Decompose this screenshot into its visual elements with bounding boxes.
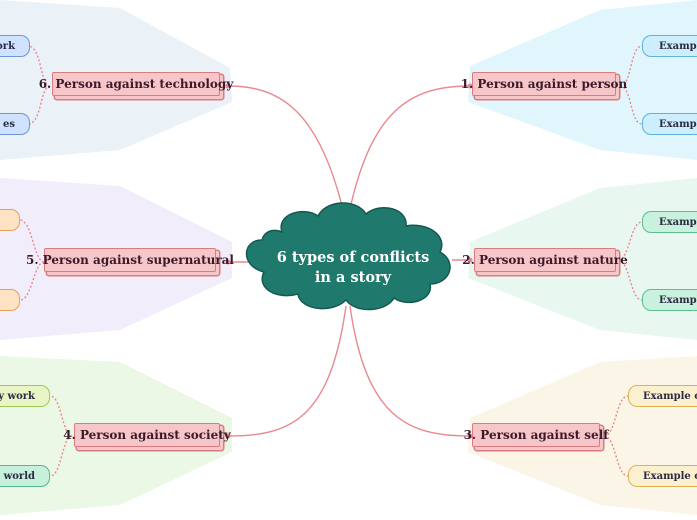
subtopic-self-2[interactable]: Example of r: [628, 465, 697, 487]
subtopic-supernatural-1[interactable]: k: [0, 209, 20, 231]
subtopic-nature-1[interactable]: Example: [642, 211, 697, 233]
sub-connector-society: [49, 395, 73, 477]
central-cloud: [245, 202, 451, 311]
subtopic-supernatural-2[interactable]: s: [0, 289, 20, 311]
topic-person-against-supernatural[interactable]: 5. Person against supernatural: [26, 248, 234, 272]
subtopic-society-1[interactable]: ry work: [0, 385, 50, 407]
sub-connector-self: [603, 395, 629, 477]
arrow-dot-supernatural: [225, 259, 231, 265]
subtopic-society-2[interactable]: al world: [0, 465, 50, 487]
central-topic-line-1: 6 types of conflicts: [276, 249, 430, 266]
topic-person-against-self[interactable]: 3. Person against self: [464, 423, 608, 447]
arrow-dot-technology: [225, 83, 231, 89]
subtopic-technology-2[interactable]: es: [0, 113, 30, 135]
arrow-dot-person: [467, 83, 473, 89]
subtopic-person-1[interactable]: Example: [642, 35, 697, 57]
arrow-dot-nature: [467, 257, 473, 263]
connector-self: [349, 305, 471, 437]
topic-person-against-person[interactable]: 1. Person against person: [461, 72, 627, 96]
subtopic-technology-1[interactable]: ork: [0, 35, 30, 57]
subtopic-self-1[interactable]: Example of l: [628, 385, 697, 407]
sub-connector-nature: [617, 221, 643, 301]
connector-society: [227, 305, 347, 437]
connector-technology: [227, 85, 346, 219]
sub-connector-technology: [27, 45, 51, 125]
topic-person-against-technology[interactable]: 6. Person against technology: [39, 72, 233, 96]
connector-person: [347, 85, 471, 219]
arrow-dot-self: [467, 433, 473, 439]
sub-connector-supernatural: [19, 219, 45, 301]
sub-connector-person: [619, 45, 643, 125]
subtopic-nature-2[interactable]: Example: [642, 289, 697, 311]
topic-person-against-society[interactable]: 4. Person against society: [63, 423, 231, 447]
subtopic-person-2[interactable]: Example: [642, 113, 697, 135]
central-topic-line-2: in a story: [314, 269, 392, 286]
arrow-dot-society: [225, 433, 231, 439]
central-topic[interactable]: 6 types of conflicts in a story: [258, 244, 448, 292]
topic-person-against-nature[interactable]: 2. Person against nature: [462, 248, 628, 272]
